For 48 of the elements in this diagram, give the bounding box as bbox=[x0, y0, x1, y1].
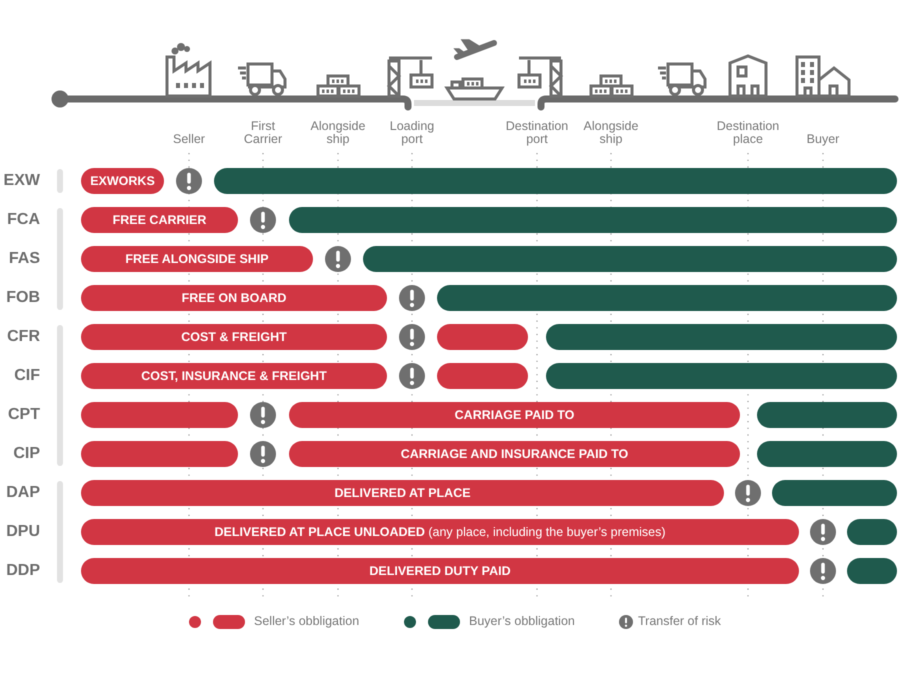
incoterm-code: FAS bbox=[8, 250, 40, 268]
buyer-obligation-bar bbox=[363, 246, 897, 272]
buyer-obligation-bar bbox=[546, 363, 897, 389]
legend-label: Seller’s obbligation bbox=[254, 614, 360, 629]
seller-obligation-bar bbox=[81, 402, 238, 428]
seller-obligation-bar bbox=[81, 441, 238, 467]
seller-obligation-bar: DELIVERED AT PLACE UNLOADED (any place, including the buyer’s premises) bbox=[81, 519, 799, 545]
incoterm-code: CIF bbox=[14, 367, 40, 385]
seller-obligation-bar: COST, INSURANCE & FREIGHT bbox=[81, 363, 387, 389]
place-label: Seller bbox=[173, 133, 205, 146]
incoterm-code: FOB bbox=[6, 289, 40, 307]
buyer-obligation-bar bbox=[546, 324, 897, 350]
buyer-obligation-bar bbox=[214, 168, 897, 194]
incoterm-code: CIP bbox=[13, 445, 40, 463]
seller-obligation-bar: FREE ALONGSIDE SHIP bbox=[81, 246, 313, 272]
buyer-obligation-bar bbox=[757, 441, 897, 467]
seller-obligation-bar: CARRIAGE AND INSURANCE PAID TO bbox=[289, 441, 740, 467]
incoterm-code: DAP bbox=[6, 484, 40, 502]
seller-obligation-bar bbox=[437, 363, 528, 389]
buyer-obligation-bar bbox=[289, 207, 897, 233]
place-label: Loading port bbox=[390, 120, 434, 146]
seller-obligation-bar: FREE ON BOARD bbox=[81, 285, 387, 311]
buyer-obligation-bar bbox=[757, 402, 897, 428]
incoterm-code: CFR bbox=[7, 328, 40, 346]
legend-label: Transfer of risk bbox=[638, 614, 721, 629]
place-label: Destination place bbox=[716, 120, 780, 146]
buyer-obligation-bar bbox=[847, 519, 897, 545]
place-label: Alongside ship bbox=[310, 120, 366, 146]
place-label: Alongside ship bbox=[584, 120, 638, 146]
incoterm-code: FCA bbox=[7, 211, 40, 229]
seller-obligation-bar: COST & FREIGHT bbox=[81, 324, 387, 350]
seller-obligation-bar: DELIVERED AT PLACE bbox=[81, 480, 724, 506]
buyer-obligation-bar bbox=[772, 480, 897, 506]
legend-label: Buyer’s obbligation bbox=[469, 614, 575, 629]
seller-obligation-bar: FREE CARRIER bbox=[81, 207, 238, 233]
incoterm-code: CPT bbox=[8, 406, 40, 424]
incoterm-code: DPU bbox=[6, 523, 40, 541]
buyer-obligation-bar bbox=[847, 558, 897, 584]
seller-obligation-bar: DELIVERED DUTY PAID bbox=[81, 558, 799, 584]
place-label: Buyer bbox=[806, 133, 840, 146]
seller-obligation-bar: EXWORKS bbox=[81, 168, 164, 194]
place-label: Destination port bbox=[506, 120, 568, 146]
buyer-obligation-bar bbox=[437, 285, 897, 311]
seller-obligation-bar bbox=[437, 324, 528, 350]
incoterm-code: EXW bbox=[4, 172, 40, 190]
incoterm-code: DDP bbox=[6, 562, 40, 580]
place-label: First Carrier bbox=[244, 120, 282, 146]
seller-obligation-bar: CARRIAGE PAID TO bbox=[289, 402, 740, 428]
